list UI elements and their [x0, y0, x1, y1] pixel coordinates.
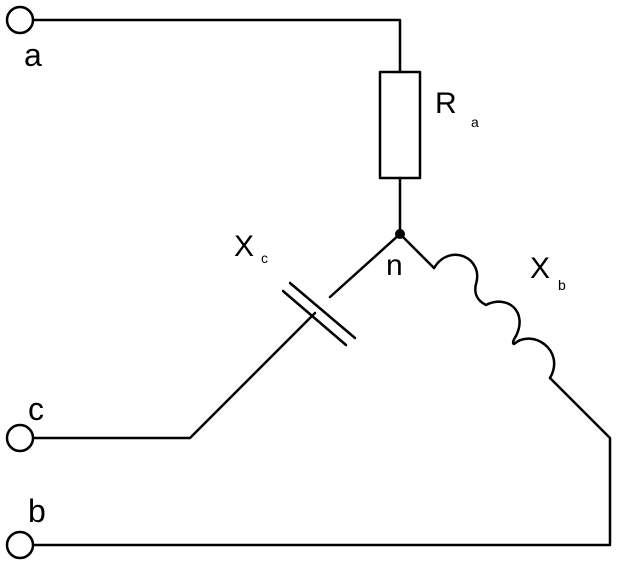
resistor-symbol-label: R: [435, 87, 457, 120]
terminal-c-label: c: [28, 391, 44, 427]
inductor-xb: [432, 253, 556, 380]
wire-a-to-resistor: [31, 18, 402, 74]
capacitor-subscript-label: c: [261, 250, 268, 266]
wire-neutral-to-inductor: [398, 232, 436, 270]
phase-b-branch: [5, 232, 612, 560]
wire-inductor-to-terminal-b: [31, 376, 612, 547]
terminal-c: [5, 423, 35, 453]
terminal-a-label: a: [24, 37, 42, 73]
capacitor-symbol-label: X: [234, 230, 254, 263]
terminal-a: [5, 5, 35, 35]
terminal-b-label: b: [28, 493, 46, 529]
wire-capacitor-to-terminal-c: [31, 311, 317, 440]
neutral-label: n: [386, 249, 403, 282]
wire-neutral-to-capacitor: [328, 232, 402, 299]
phase-c-branch: [5, 232, 402, 453]
resistor-subscript-label: a: [471, 114, 479, 130]
resistor-ra: [378, 70, 422, 180]
capacitor-plate-2: [281, 289, 348, 347]
terminal-b: [5, 530, 35, 560]
inductor-subscript-label: b: [558, 277, 566, 293]
inductor-symbol-label: X: [530, 252, 550, 285]
capacitor-plate-1: [288, 281, 357, 340]
phase-a-branch: [5, 5, 422, 235]
